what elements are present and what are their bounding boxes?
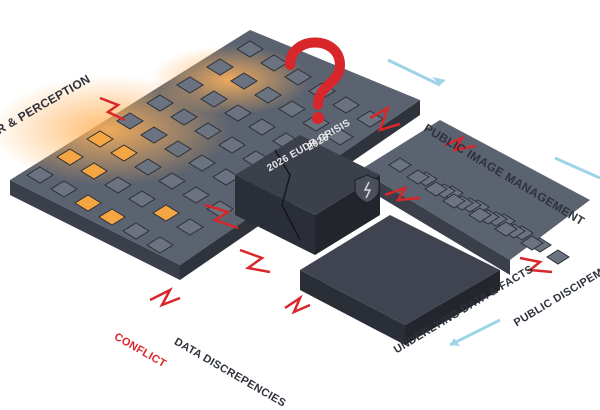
image-tile — [520, 235, 544, 251]
perception-tile — [104, 176, 132, 194]
bolt-data — [284, 294, 311, 315]
crisis-block-top — [235, 135, 380, 215]
perception-tile — [326, 128, 354, 146]
perception-tile — [200, 90, 228, 108]
image-tile — [494, 221, 518, 237]
data-block-top — [300, 215, 500, 325]
perception-tile — [158, 172, 186, 190]
perception-tile — [194, 122, 222, 140]
image-tile — [388, 157, 412, 173]
perception-tile — [26, 166, 54, 184]
perception-tile — [74, 194, 102, 212]
arrow-top-head — [432, 77, 446, 85]
image-tile — [424, 181, 448, 197]
bolt-left — [204, 203, 239, 230]
perception-tile — [176, 218, 204, 236]
perception-tile — [206, 58, 234, 76]
image-tile — [468, 207, 492, 223]
crisis-crack — [274, 149, 301, 241]
perception-tile — [128, 190, 156, 208]
crisis-diagram — [0, 30, 600, 347]
image-tile — [546, 249, 570, 265]
perception-tile — [254, 86, 282, 104]
bolt-pr — [99, 96, 126, 122]
image-tile — [442, 193, 466, 209]
flow-arrows — [387, 58, 600, 347]
image-grid — [360, 120, 590, 275]
perception-tile — [80, 162, 108, 180]
perception-tile — [122, 222, 150, 240]
perception-tile — [260, 54, 288, 72]
bolt-top — [369, 105, 401, 132]
question-mark-icon — [285, 37, 346, 124]
perception-platform-side — [10, 180, 180, 280]
bolt-conflict — [149, 287, 181, 308]
perception-tile — [230, 72, 258, 90]
lightning-icon — [363, 181, 372, 199]
perception-tile — [146, 94, 174, 112]
data-block-front — [405, 270, 500, 345]
perception-tile — [110, 144, 138, 162]
perception-tile — [278, 100, 306, 118]
perception-tile — [56, 148, 84, 166]
shield-icon — [354, 174, 380, 204]
crisis-block — [235, 135, 380, 255]
perception-tile — [146, 236, 174, 254]
image-tile — [406, 169, 430, 185]
perception-tile — [224, 104, 252, 122]
perception-tile — [332, 96, 360, 114]
image-platform — [360, 120, 590, 260]
perception-tile — [140, 126, 168, 144]
perception-tile — [248, 118, 276, 136]
bolt-image — [444, 135, 476, 152]
perception-tile — [86, 130, 114, 148]
perception-tile — [188, 154, 216, 172]
bolt-discipline — [519, 256, 553, 274]
bolt-right — [384, 185, 421, 202]
perception-tile — [164, 140, 192, 158]
crisis-block-left — [235, 175, 315, 255]
perception-tile — [182, 186, 210, 204]
image-platform-side — [360, 170, 510, 275]
arrow-bottom — [449, 318, 501, 347]
perception-tile — [236, 40, 264, 58]
perception-tile — [212, 168, 240, 186]
arrow-top — [387, 58, 441, 87]
perception-tile — [218, 136, 246, 154]
perception-tile — [176, 76, 204, 94]
perception-tile — [134, 158, 162, 176]
perception-tile — [152, 204, 180, 222]
data-block — [300, 215, 500, 345]
conflict-bolts — [99, 96, 553, 315]
data-block-side — [300, 270, 405, 345]
perception-tile — [98, 208, 126, 226]
arrow-bottom-head — [450, 338, 460, 346]
perception-tile — [50, 180, 78, 198]
bolt-left-low — [239, 248, 271, 274]
arrow-right — [554, 156, 600, 180]
perception-tile — [170, 108, 198, 126]
perception-tile — [284, 68, 312, 86]
